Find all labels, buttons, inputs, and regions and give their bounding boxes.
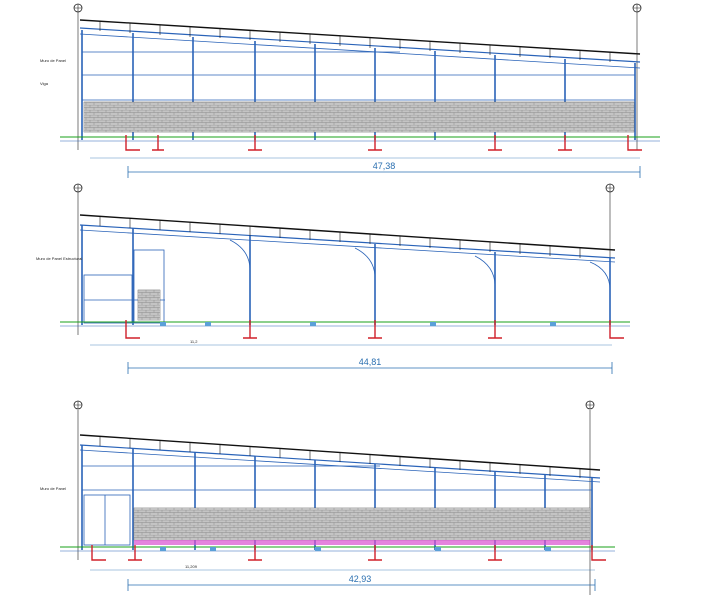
footings-3 <box>91 545 606 561</box>
girts-1 <box>82 51 635 101</box>
roof-truss-2 <box>79 214 616 263</box>
elevation-1: 47,38 Muro de Panel Viga <box>40 3 660 178</box>
span-label-2: 11,2 <box>190 339 198 344</box>
elevation-2: 44,81 11,2 Muro de Panel Estructural <box>36 183 630 374</box>
overall-dimension-2-text: 44,81 <box>359 357 382 367</box>
small-footings-3 <box>160 547 551 551</box>
small-footings-2 <box>160 322 556 326</box>
pink-band-3 <box>134 540 590 545</box>
truss-verticals-2 <box>99 216 581 258</box>
masonry-wall-1 <box>83 101 635 133</box>
truss-verticals-3 <box>99 436 581 478</box>
overall-dimension-1-text: 47,38 <box>373 161 396 171</box>
overall-dimension-1: 47,38 <box>127 161 641 178</box>
end-frame-3 <box>83 494 131 546</box>
label-panel-wall-1: Muro de Panel <box>40 58 66 63</box>
girts-3 <box>82 465 592 491</box>
masonry-wall-3 <box>133 507 591 541</box>
columns-2 <box>81 225 611 325</box>
footings-1 <box>125 135 642 151</box>
footings-2 <box>125 320 624 339</box>
section-marker-right-3 <box>585 400 595 595</box>
section-marker-left-1 <box>73 3 83 150</box>
overall-dimension-3-text: 42,93 <box>349 574 372 584</box>
overall-dimension-3: 42,93 <box>127 574 596 591</box>
roof-truss-1 <box>79 19 641 69</box>
elevation-3: 42,93 11,209 Muro de Panel <box>40 400 615 595</box>
truss-verticals-1 <box>99 21 611 62</box>
section-marker-right-1 <box>632 3 642 150</box>
knee-braces-2 <box>229 239 611 291</box>
overall-dimension-2: 44,81 <box>127 357 613 374</box>
section-marker-left-2 <box>73 183 83 335</box>
label-beam-1: Viga <box>40 81 49 86</box>
label-panel-wall-3: Muro de Panel <box>40 486 66 491</box>
span-label-3: 11,209 <box>185 564 198 569</box>
label-panel-wall-2: Muro de Panel Estructural <box>36 256 82 261</box>
section-marker-left-3 <box>73 400 83 560</box>
